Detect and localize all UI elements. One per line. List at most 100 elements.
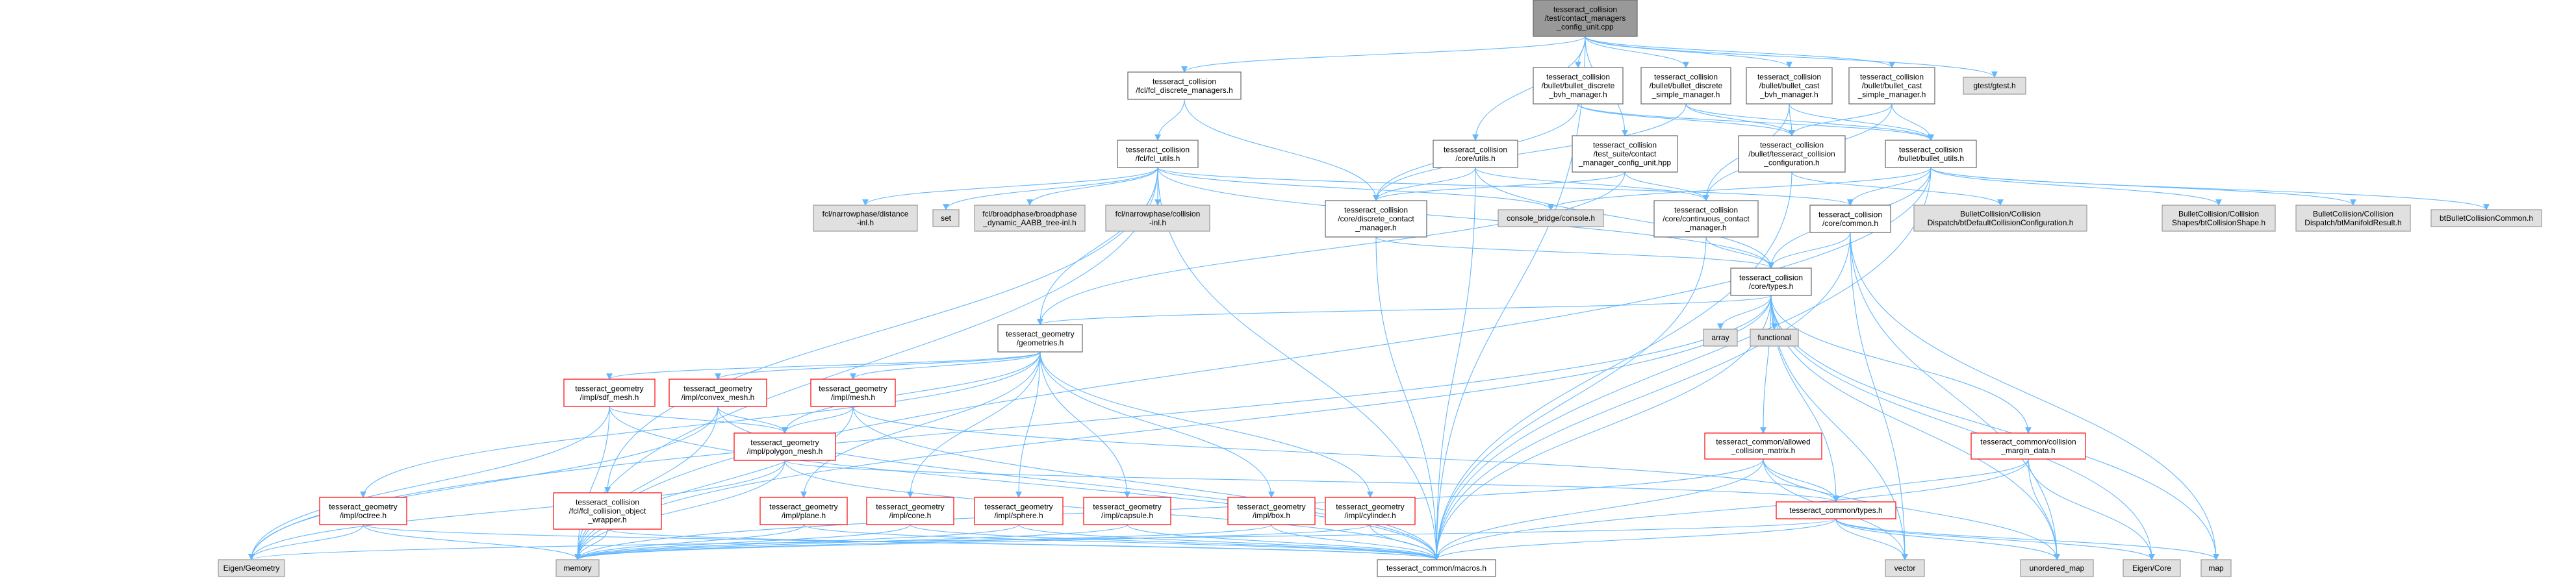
node-core_utils[interactable]: tesseract_collision/core/utils.h [1433, 140, 1518, 168]
node-bt_manifold[interactable]: BulletCollision/CollisionDispatch/btMani… [2295, 205, 2411, 232]
node-bullet_discrete_simple[interactable]: tesseract_collision/bullet/bullet_discre… [1640, 67, 1731, 105]
node-allowed_collision[interactable]: tesseract_common/allowed_collision_matri… [1704, 432, 1822, 460]
node-octree[interactable]: tesseract_geometry/impl/octree.h [319, 497, 407, 525]
node-sphere[interactable]: tesseract_geometry/impl/sphere.h [974, 497, 1064, 525]
node-box[interactable]: tesseract_geometry/impl/box.h [1227, 497, 1316, 525]
node-gtest[interactable]: gtest/gtest.h [1963, 77, 2026, 95]
node-box [759, 497, 848, 525]
node-capsule[interactable]: tesseract_geometry/impl/capsule.h [1083, 497, 1171, 525]
node-label-line: tesseract_geometry [1336, 502, 1404, 511]
edge-discrete_contact-to-core_types [1375, 236, 1774, 269]
node-fcl_collision[interactable]: fcl/narrowphase/collision-inl.h [1105, 205, 1210, 232]
edge-capsule-to-macros [1127, 524, 1440, 560]
node-cone[interactable]: tesseract_geometry/impl/cone.h [866, 497, 954, 525]
node-label-line: tesseract_collision [1546, 73, 1610, 82]
node-bullet_cfg[interactable]: tesseract_collision/bullet/tesseract_col… [1738, 135, 1846, 173]
node-memory[interactable]: memory [555, 559, 600, 577]
edge-root-to-bullet_cast_bvh [1585, 36, 1792, 68]
edge-polygon_mesh-to-eigen_geometry [248, 460, 785, 560]
edge-mesh-to-common_types [852, 406, 1839, 503]
node-fcl_distance[interactable]: fcl/narrowphase/distance-inl.h [813, 205, 918, 232]
node-box [974, 497, 1064, 525]
node-core_types[interactable]: tesseract_collision/core/types.h [1730, 268, 1812, 296]
node-unordered_map[interactable]: unordered_map [2020, 559, 2094, 577]
edge-test_suite_cfg-to-discrete_contact [1373, 171, 1626, 201]
node-sdf_mesh[interactable]: tesseract_geometry/impl/sdf_mesh.h [563, 379, 656, 407]
node-box [1325, 200, 1427, 238]
node-map[interactable]: map [2200, 559, 2232, 577]
edge-allowed_collision-to-unordered_map [1763, 458, 2060, 560]
node-fcl_utils[interactable]: tesseract_collision/fcl/fcl_utils.h [1117, 140, 1199, 168]
node-label-line: fcl/broadphase/broadphase [982, 209, 1077, 218]
node-common_types[interactable]: tesseract_common/types.h [1776, 501, 1896, 519]
node-label-line: /bullet/bullet_discrete [1542, 81, 1615, 90]
edge-plane-to-macros [803, 524, 1440, 560]
edge-fcl_utils-to-console_bridge [1157, 167, 1554, 210]
edge-common_types-to-eigen_geometry [248, 518, 1837, 560]
node-core_common[interactable]: tesseract_collision/core/common.h [1809, 205, 1891, 233]
node-console_bridge[interactable]: console_bridge/console.h [1498, 209, 1604, 227]
node-label-line: tesseract_collision [1654, 73, 1718, 82]
node-macros[interactable]: tesseract_common/macros.h [1377, 559, 1496, 577]
node-label-line: vector [1894, 564, 1916, 573]
node-box [1776, 501, 1896, 519]
node-bt_common[interactable]: btBulletCollisionCommon.h [2430, 209, 2542, 227]
node-label-line: _bvh_manager.h [1759, 90, 1818, 99]
node-plane[interactable]: tesseract_geometry/impl/plane.h [759, 497, 848, 525]
node-bullet_discrete_bvh[interactable]: tesseract_collision/bullet/bullet_discre… [1533, 67, 1624, 105]
node-geometries[interactable]: tesseract_geometry/geometries.h [997, 324, 1083, 353]
node-collision_margin[interactable]: tesseract_common/collision_margin_data.h [1970, 432, 2086, 460]
node-label-line: _dynamic_AABB_tree-inl.h [982, 218, 1076, 227]
node-bullet_utils[interactable]: tesseract_collision/bullet/bullet_utils.… [1885, 140, 1977, 168]
node-eigen_core[interactable]: Eigen/Core [2123, 559, 2181, 577]
node-bullet_cast_simple[interactable]: tesseract_collision/bullet/bullet_cast_s… [1848, 67, 1935, 105]
edge-geometries-to-sdf_mesh [606, 351, 1041, 380]
node-box [1572, 135, 1678, 173]
node-set[interactable]: set [932, 209, 960, 227]
edge-core_types-to-collision_margin [1770, 295, 2032, 434]
node-bt_default_cfg[interactable]: BulletCollision/CollisionDispatch/btDefa… [1913, 205, 2087, 232]
node-convex_mesh[interactable]: tesseract_geometry/impl/convex_mesh.h [669, 379, 767, 407]
node-box [1105, 205, 1210, 232]
node-box [2162, 205, 2276, 232]
node-label-line: /fcl/fcl_collision_object [569, 506, 646, 516]
node-box [1738, 135, 1846, 173]
edge-core_types-to-geometries [1037, 295, 1772, 325]
edge-sphere-to-macros [1018, 524, 1440, 560]
node-root[interactable]: tesseract_collision/test/contact_manager… [1533, 0, 1638, 37]
edge-sdf_mesh-to-memory [574, 406, 610, 560]
node-box [555, 559, 600, 577]
node-vector[interactable]: vector [1885, 559, 1925, 577]
node-eigen_geometry[interactable]: Eigen/Geometry [218, 559, 285, 577]
node-discrete_contact[interactable]: tesseract_collision/core/discrete_contac… [1325, 200, 1427, 238]
node-mesh[interactable]: tesseract_geometry/impl/mesh.h [810, 379, 896, 407]
node-fcl_broadphase[interactable]: fcl/broadphase/broadphase_dynamic_AABB_t… [974, 205, 1086, 232]
edge-core_types-to-eigen_core [1770, 295, 2155, 560]
edge-geometries-to-sphere [1015, 351, 1041, 498]
node-array[interactable]: array [1703, 329, 1738, 347]
node-functional[interactable]: functional [1750, 329, 1799, 347]
node-label-line: /impl/octree.h [340, 511, 387, 520]
node-fcl_collision_object[interactable]: tesseract_collision/fcl/fcl_collision_ob… [553, 492, 662, 530]
node-label-line: tesseract_geometry [575, 384, 643, 393]
node-cylinder[interactable]: tesseract_geometry/impl/cylinder.h [1325, 497, 1416, 525]
edge-discrete_contact-to-macros [1375, 236, 1440, 560]
edge-collision_margin-to-eigen_core [2028, 458, 2155, 560]
node-label-line: /bullet/bullet_discrete [1650, 81, 1723, 90]
edge-bullet_cast_bvh-to-bullet_utils [1789, 103, 1934, 141]
node-continuous_contact[interactable]: tesseract_collision/core/continuous_cont… [1653, 200, 1759, 238]
node-test_suite_cfg[interactable]: tesseract_collision/test_suite/contact_m… [1572, 135, 1678, 173]
edge-bullet_utils-to-memory [574, 167, 1932, 560]
node-polygon_mesh[interactable]: tesseract_geometry/impl/polygon_mesh.h [733, 432, 836, 461]
node-box [1227, 497, 1316, 525]
node-bt_collision_shape[interactable]: BulletCollision/CollisionShapes/btCollis… [2162, 205, 2276, 232]
node-label-line: /impl/cylinder.h [1344, 511, 1396, 520]
node-label-line: tesseract_collision [1126, 145, 1190, 154]
edge-core_types-to-unordered_map [1770, 295, 2060, 560]
node-label-line: Dispatch/btDefaultCollisionConfiguration… [1928, 218, 2074, 227]
node-fcl_discrete[interactable]: tesseract_collision/fcl/fcl_discrete_man… [1127, 71, 1242, 100]
node-bullet_cast_bvh[interactable]: tesseract_collision/bullet/bullet_cast_b… [1746, 67, 1833, 105]
edge-bullet_discrete_simple-to-discrete_contact [1373, 103, 1687, 201]
edge-fcl_utils-to-fcl_broadphase [1027, 167, 1158, 206]
